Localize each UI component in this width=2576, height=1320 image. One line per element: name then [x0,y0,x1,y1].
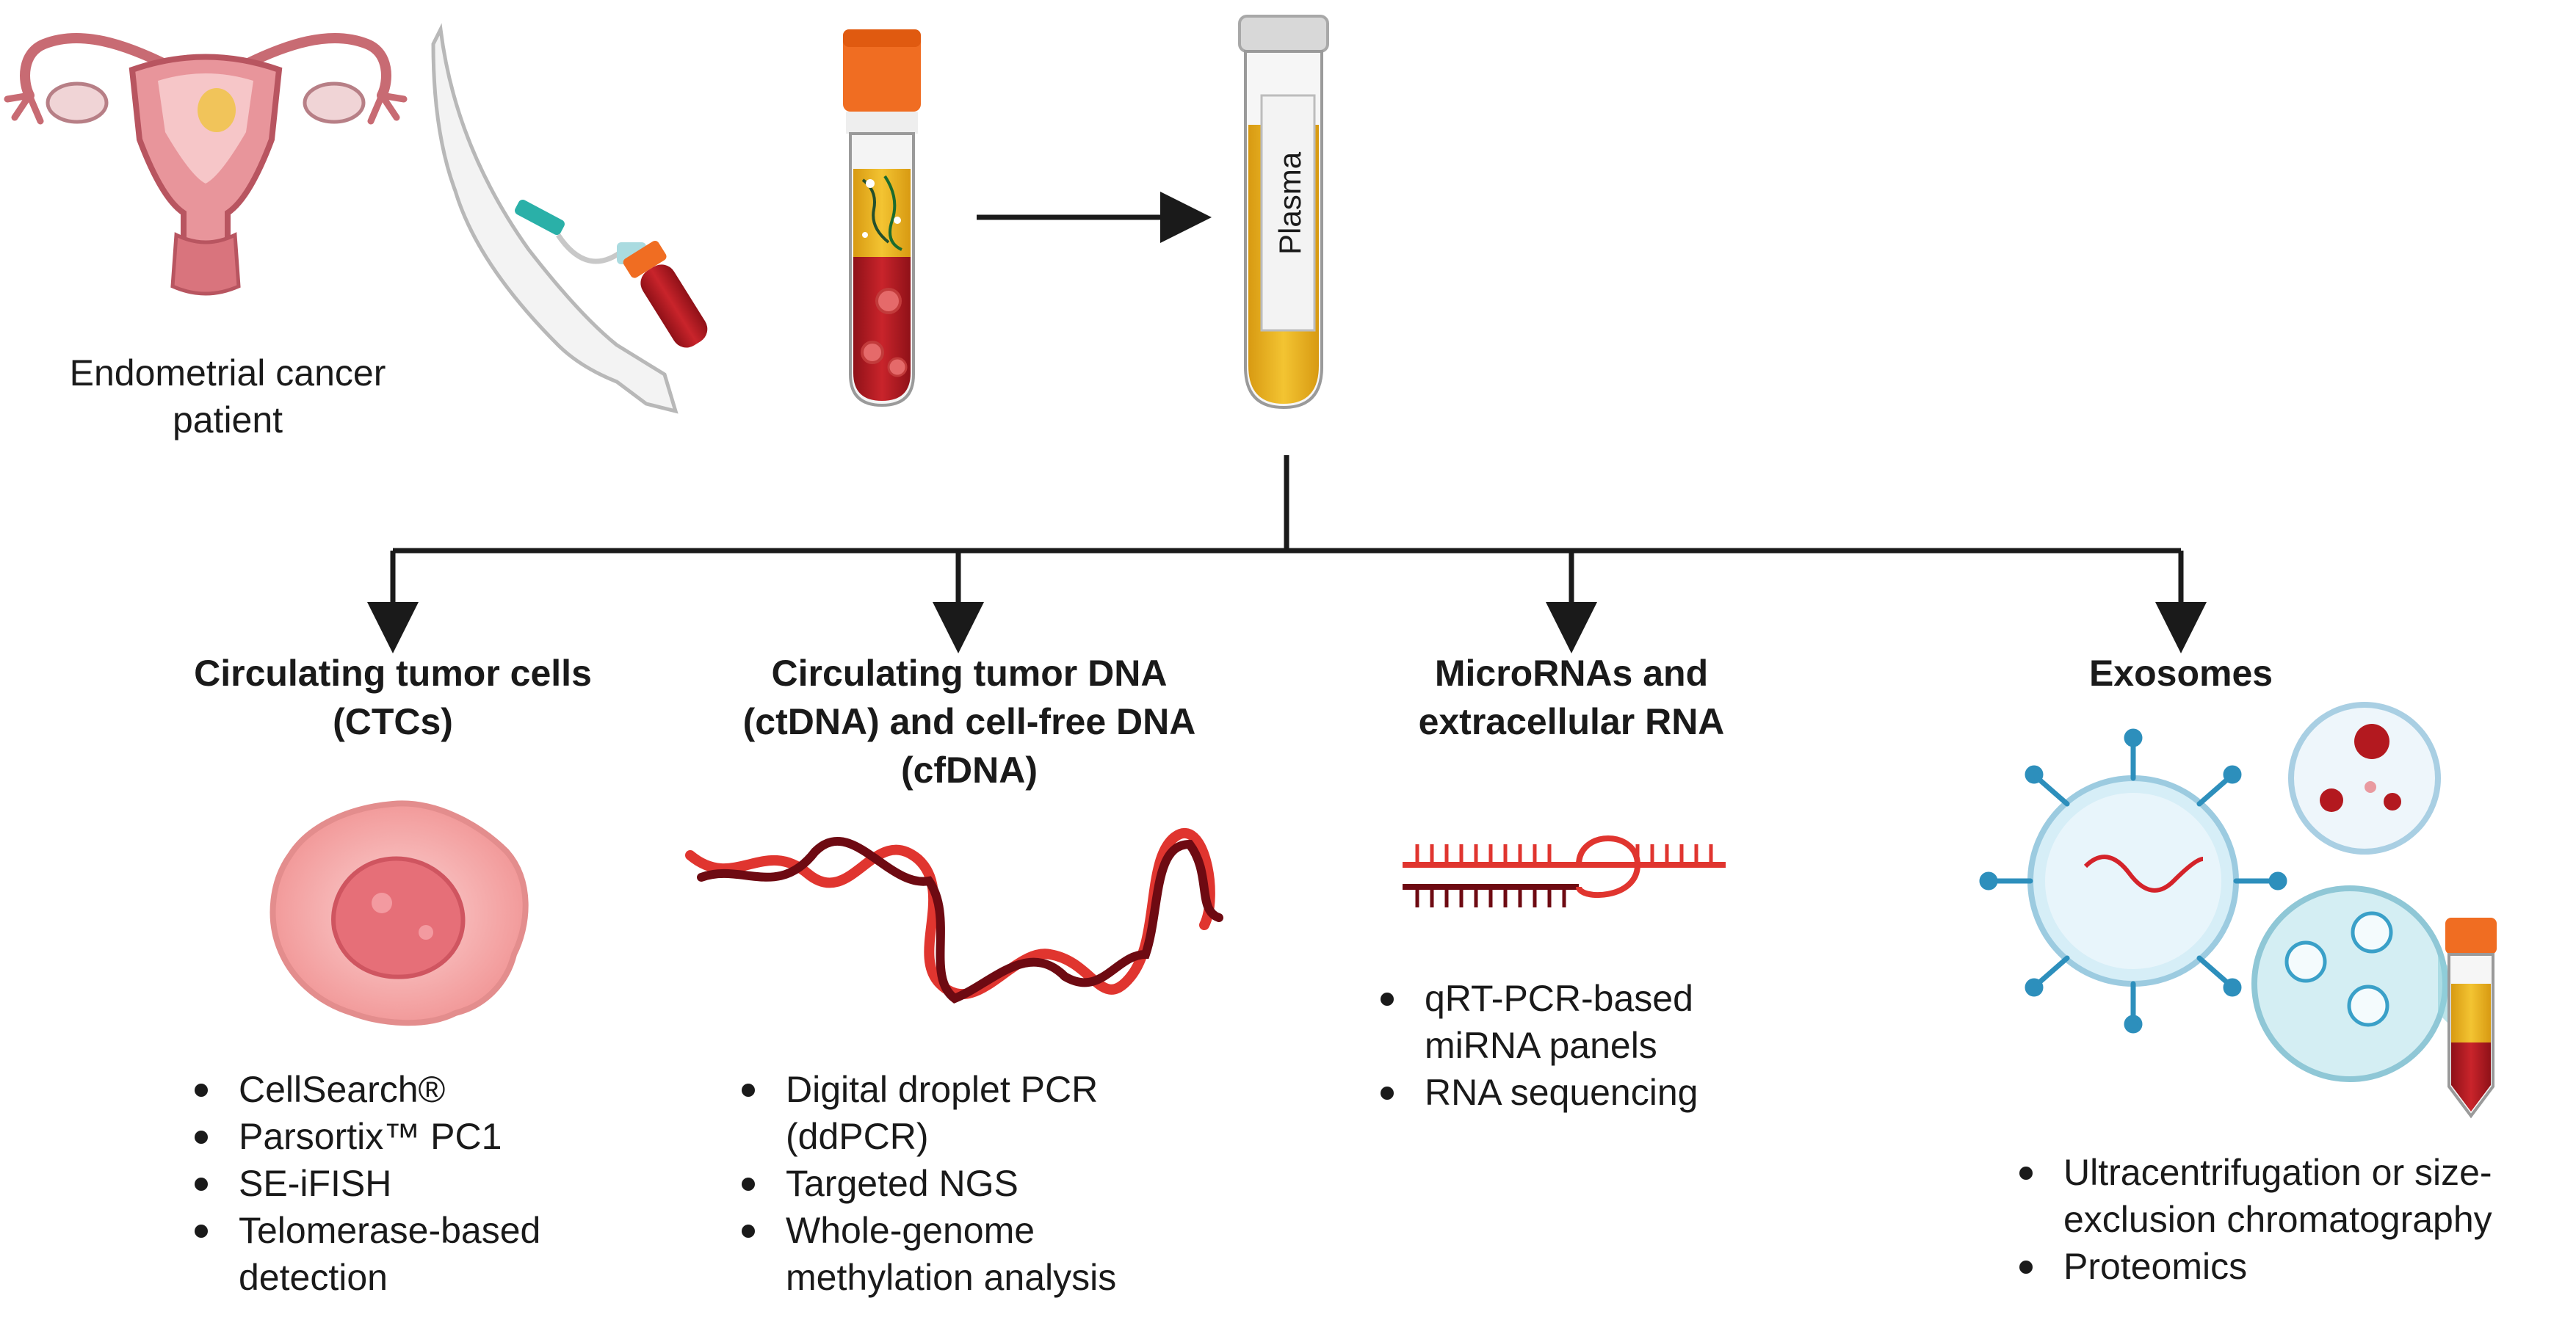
list-item: Whole-genome methylation analysis [734,1207,1197,1301]
branch-title-ctdna: Circulating tumor DNA (ctDNA) and cell-f… [742,653,1196,791]
list-item: Digital droplet PCR (ddPCR) [734,1066,1153,1160]
list-item: Parsortix™ PC1 [187,1113,643,1160]
list-item: CellSearch® [187,1066,643,1113]
tumor-cell-icon [269,800,529,1026]
list-item: RNA sequencing [1373,1069,1814,1116]
uterus-icon [4,32,408,296]
plasma-label: Plasma [1273,151,1307,255]
list-item: Targeted NGS [734,1160,1204,1207]
branch-title-exosomes: Exosomes [2088,653,2273,694]
dna-helix-icon [685,828,1223,1004]
branch-title-ctc: Circulating tumor cells (CTCs) [194,653,592,742]
branch-connectors [367,455,2207,653]
exosome-method-list: Ultracentrifugation or size-exclusion ch… [2012,1149,2570,1290]
list-item: qRT-PCR-based miRNA panels [1373,975,1733,1069]
list-item: Proteomics [2012,1243,2570,1290]
mirna-hairpin-icon [1403,835,1726,907]
ctc-method-list: CellSearch® Parsortix™ PC1 SE-iFISH Telo… [187,1066,643,1301]
blood-tube-icon [843,29,921,407]
exosome-isolation-icon [2251,885,2497,1119]
list-item: SE-iFISH [187,1160,643,1207]
branch-title-mirna: MicroRNAs and extracellular RNA [1418,653,1725,742]
exosome-droplets-icon [2288,702,2441,855]
patient-label: Endometrial cancer patient [69,352,386,440]
ctdna-method-list: Digital droplet PCR (ddPCR) Targeted NGS… [734,1066,1204,1301]
plasma-tube-icon [1238,15,1329,410]
list-item: Telomerase-based detection [187,1207,584,1301]
mirna-method-list: qRT-PCR-based miRNA panels RNA sequencin… [1373,975,1814,1116]
blood-draw-arm-icon [431,23,708,414]
list-item: Ultracentrifugation or size-exclusion ch… [2012,1149,2570,1243]
exosome-icon [1979,728,2287,1034]
